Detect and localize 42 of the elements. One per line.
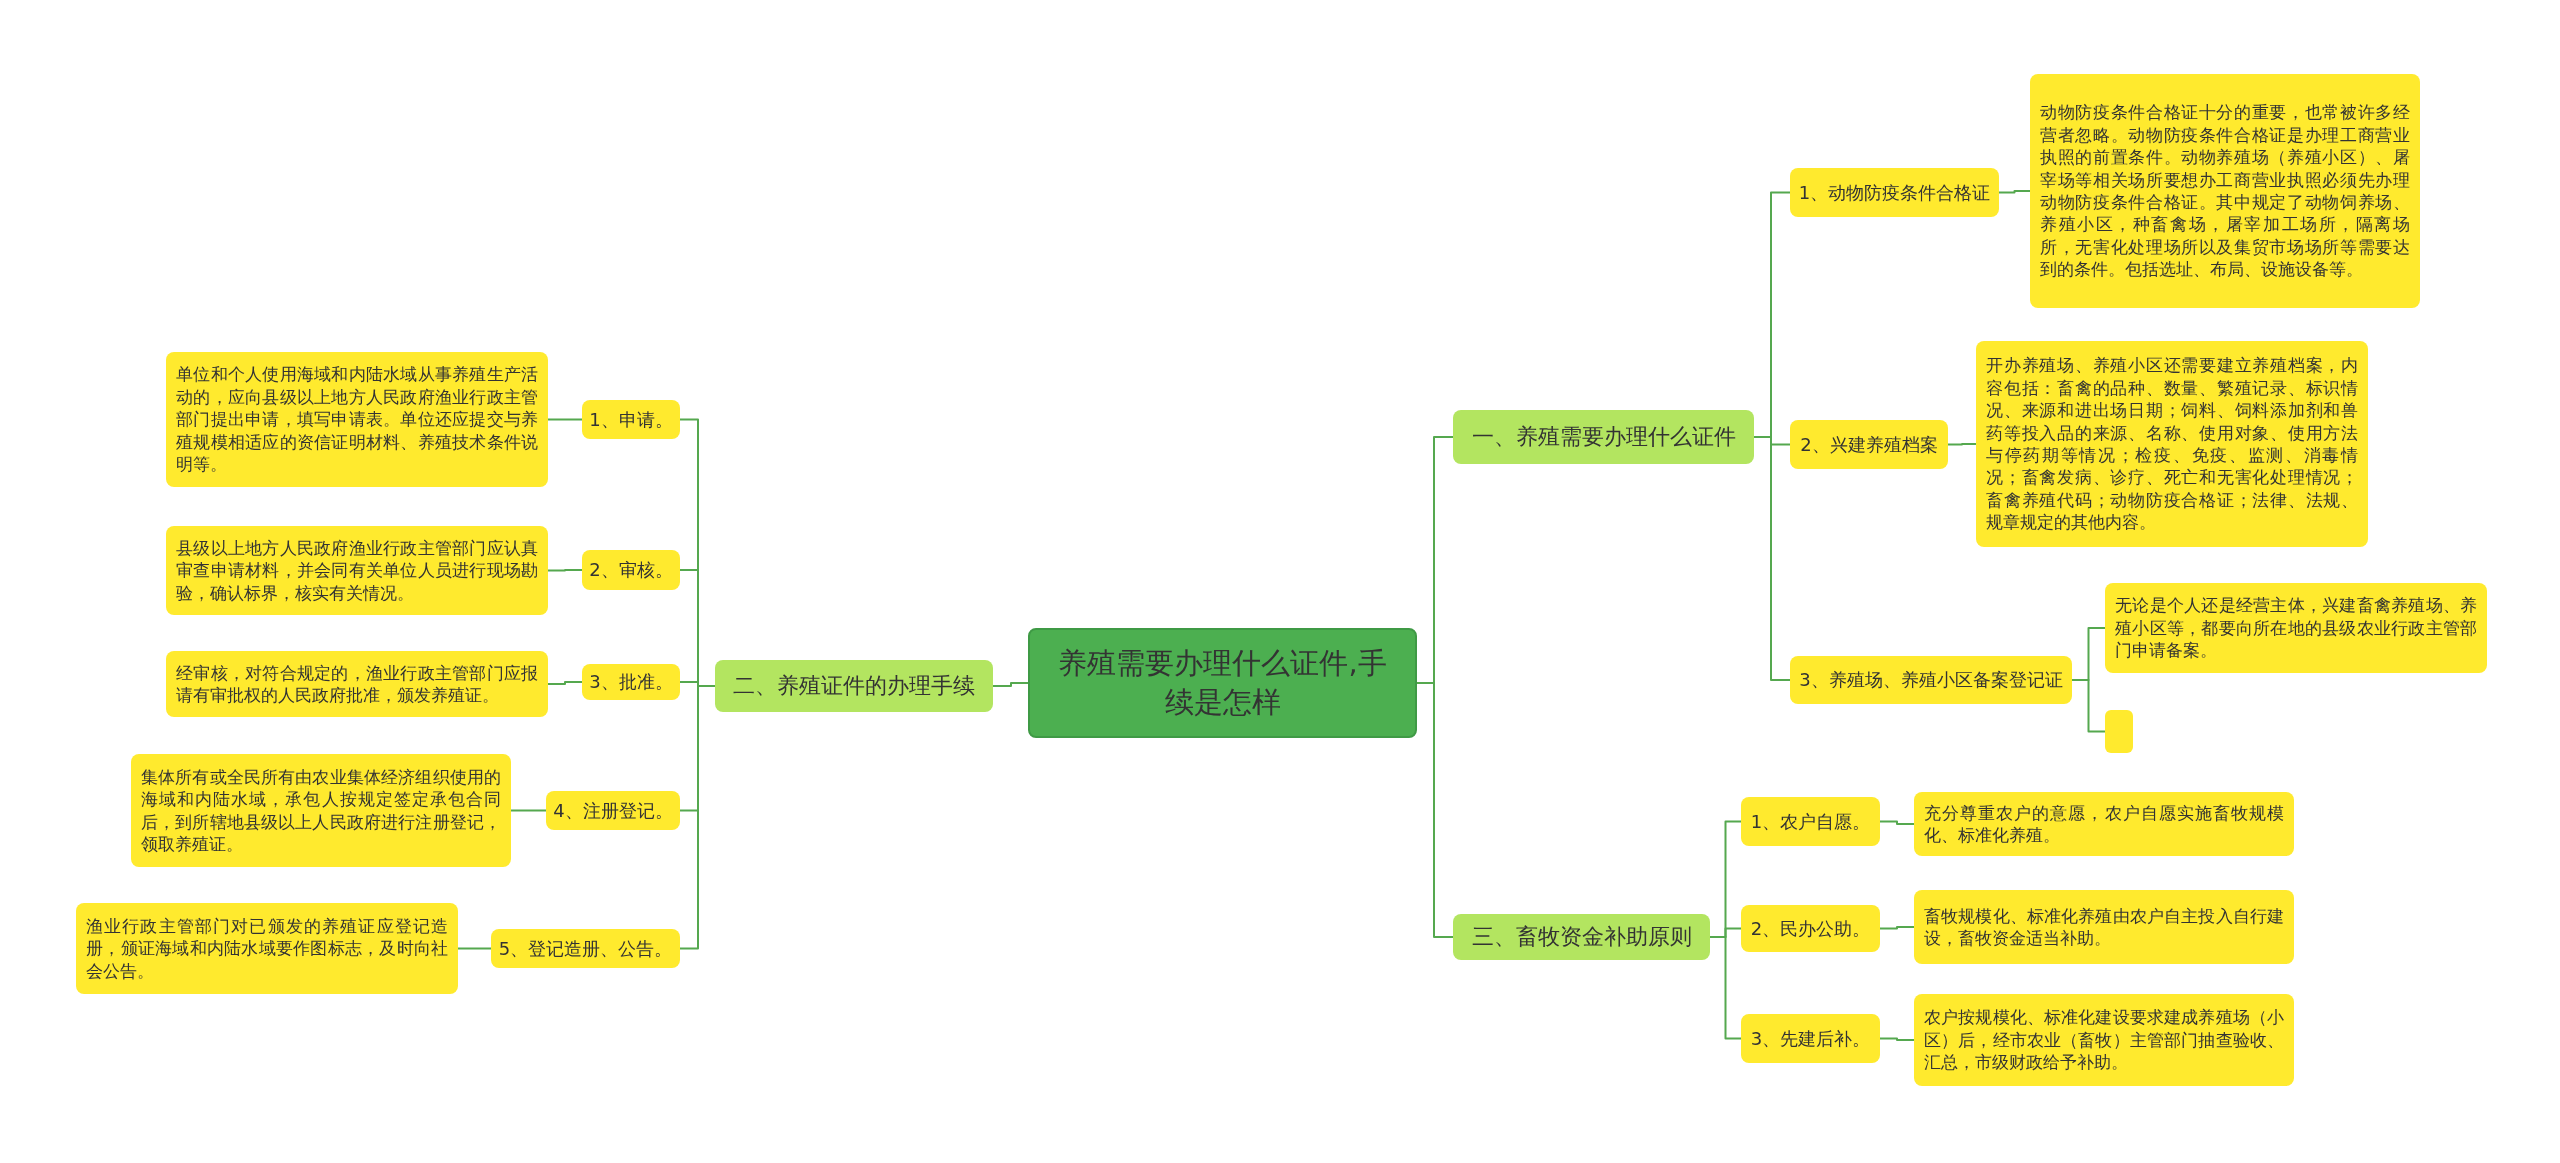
subtopic-box: 3、批准。: [582, 664, 680, 700]
subtopic-box: 1、农户自愿。: [1741, 797, 1880, 846]
empty-topic-box: [2105, 710, 2133, 753]
note-box: 动物防疫条件合格证十分的重要，也常被许多经营者忽略。动物防疫条件合格证是办理工商营业执照的前置条件。动物养殖场（养殖小区）、屠宰场等相关场所要想办工商营业执照必须先办理动物防疫条件合格证。其中规定了动物饲养场、养殖小区，种畜禽场，屠宰加工场所，隔离场所，无害化处理场所以及集贸市场场所等需要达到的条件。包括选址、布局、设施设备等。: [2030, 74, 2420, 308]
note-box: 经审核，对符合规定的，渔业行政主管部门应报请有审批权的人民政府批准，颁发养殖证。: [166, 651, 548, 717]
subtopic-box: 4、注册登记。: [546, 791, 680, 830]
connector-line: [1879, 926, 1915, 930]
subtopic-box: 2、审核。: [582, 550, 680, 590]
connector-line: [1709, 936, 1742, 1040]
subtopic-box: 2、兴建养殖档案: [1790, 420, 1948, 469]
connector-line: [1753, 436, 1791, 681]
subtopic-box: 2、民办公助。: [1741, 905, 1880, 952]
subtopic-box: 1、动物防疫条件合格证: [1790, 168, 1999, 217]
connector-line: [1998, 190, 2031, 194]
note-box: 无论是个人还是经营主体，兴建畜禽养殖场、养殖小区等，都要向所在地的县级农业行政主管部门申请备案。: [2105, 583, 2487, 673]
note-box: 开办养殖场、养殖小区还需要建立养殖档案，内容包括：畜禽的品种、数量、繁殖记录、标识情况、来源和进出场日期；饲料、饲料添加剂和兽药等投入品的来源、名称、使用对象、使用方法与停药期等情况；检疫、免疫、监测、消毒情况；畜禽发病、诊疗、死亡和无害化处理情况；畜禽养殖代码；动物防疫合格证；法律、法规、规章规定的其他内容。: [1976, 341, 2368, 547]
note-box: 单位和个人使用海域和内陆水域从事养殖生产活动的，应向县级以上地方人民政府渔业行政主管部门提出申请，填写申请表。单位还应提交与养殖规模相适应的资信证明材料、养殖技术条件说明等。: [166, 352, 548, 487]
subtopic-box: 3、养殖场、养殖小区备案登记证: [1790, 656, 2072, 704]
connector-line: [1947, 443, 1977, 446]
connector-line: [510, 809, 547, 812]
subtopic-box: 5、登记造册、公告。: [491, 929, 680, 968]
connector-line: [547, 418, 583, 421]
connector-line: [1416, 682, 1454, 938]
connector-line: [1879, 820, 1915, 825]
note-box: 县级以上地方人民政府渔业行政主管部门应认真审查申请材料，并会同有关单位人员进行现场勘验，确认标界，核实有关情况。: [166, 526, 548, 615]
subtopic-box: 3、先建后补。: [1741, 1014, 1880, 1063]
branch-topic-box: 二、养殖证件的办理手续: [715, 660, 993, 712]
subtopic-box: 1、申请。: [582, 400, 680, 439]
branch-topic-box: 一、养殖需要办理什么证件: [1453, 410, 1754, 464]
branch-topic-box: 三、畜牧资金补助原则: [1453, 914, 1710, 960]
connector-line: [992, 682, 1029, 687]
connector-line: [679, 685, 716, 950]
note-box: 农户按规模化、标准化建设要求建成养殖场（小区）后，经市农业（畜牧）主管部门抽查验收、汇总，市级财政给予补助。: [1914, 994, 2294, 1086]
note-box: 充分尊重农户的意愿，农户自愿实施畜牧规模化、标准化养殖。: [1914, 792, 2294, 856]
note-box: 渔业行政主管部门对已颁发的养殖证应登记造册，颁证海域和内陆水域要作图标志，及时向社会公告。: [76, 903, 458, 994]
root-topic-box: 养殖需要办理什么证件,手续是怎样: [1028, 628, 1417, 738]
connector-line: [547, 681, 583, 685]
connector-line: [1879, 1037, 1915, 1041]
note-box: 集体所有或全民所有由农业集体经济组织使用的海域和内陆水域，承包人按规定签定承包合同后，到所辖地县级以上人民政府进行注册登记，领取养殖证。: [131, 754, 511, 867]
connector-line: [547, 569, 583, 572]
connector-line: [457, 947, 492, 950]
note-box: 畜牧规模化、标准化养殖由农户自主投入自行建设，畜牧资金适当补助。: [1914, 890, 2294, 964]
